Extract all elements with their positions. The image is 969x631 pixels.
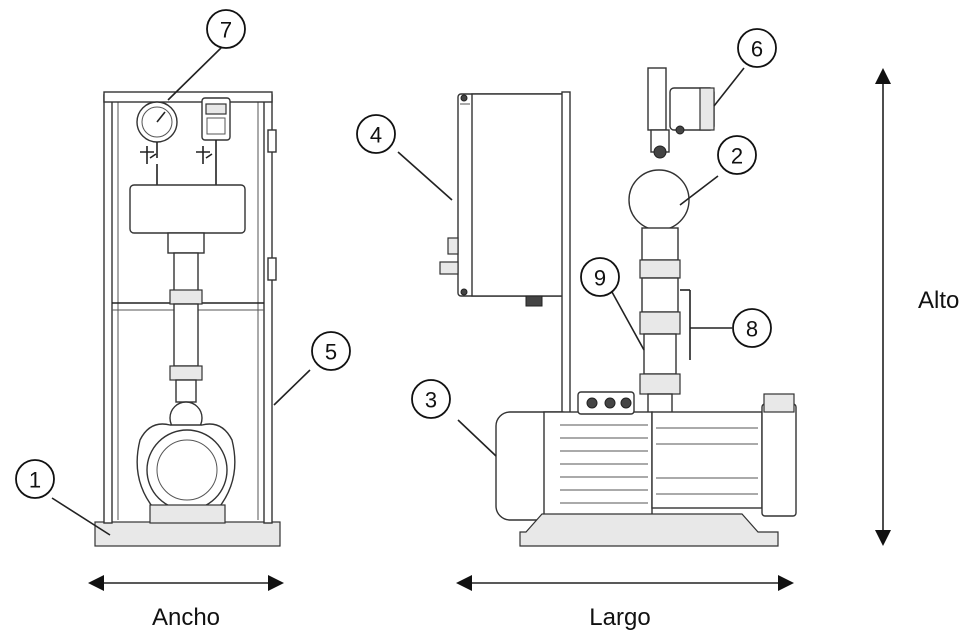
callout-5-label: 5 [325,340,337,365]
width-label: Ancho [152,604,220,631]
frame-left-upright [103,94,113,524]
frame-top-bar [103,91,273,103]
manifold [129,184,246,234]
callout-1-label: 1 [29,468,41,493]
callout-9: 9 [580,257,620,297]
side-base [519,513,779,547]
frame-right-upright [263,94,273,524]
callout-6-label: 6 [751,37,763,62]
height-dimension: Alto [875,68,959,546]
leader-lines [51,47,745,536]
callout-6: 6 [737,28,777,68]
callout-1: 1 [15,459,55,499]
callout-3: 3 [411,379,451,419]
pressure-vessel [628,169,690,231]
callout-3-label: 3 [425,388,437,413]
base-plate [94,521,281,547]
side-view [439,67,797,547]
callout-8: 8 [732,308,772,348]
length-label: Largo [589,604,650,631]
callout-8-label: 8 [746,317,758,342]
ball-valve [639,311,681,335]
flow-switch [647,67,667,131]
callout-2: 2 [717,135,757,175]
callout-2-label: 2 [731,144,743,169]
callout-7-label: 7 [220,18,232,43]
callout-4: 4 [356,114,396,154]
height-label: Alto [918,287,959,314]
callout-4-label: 4 [370,123,382,148]
callout-9-label: 9 [594,266,606,291]
width-dimension: Ancho [88,575,284,631]
callout-5: 5 [311,331,351,371]
front-view [94,91,281,547]
length-dimension: Largo [456,575,794,631]
callout-7: 7 [206,9,246,49]
